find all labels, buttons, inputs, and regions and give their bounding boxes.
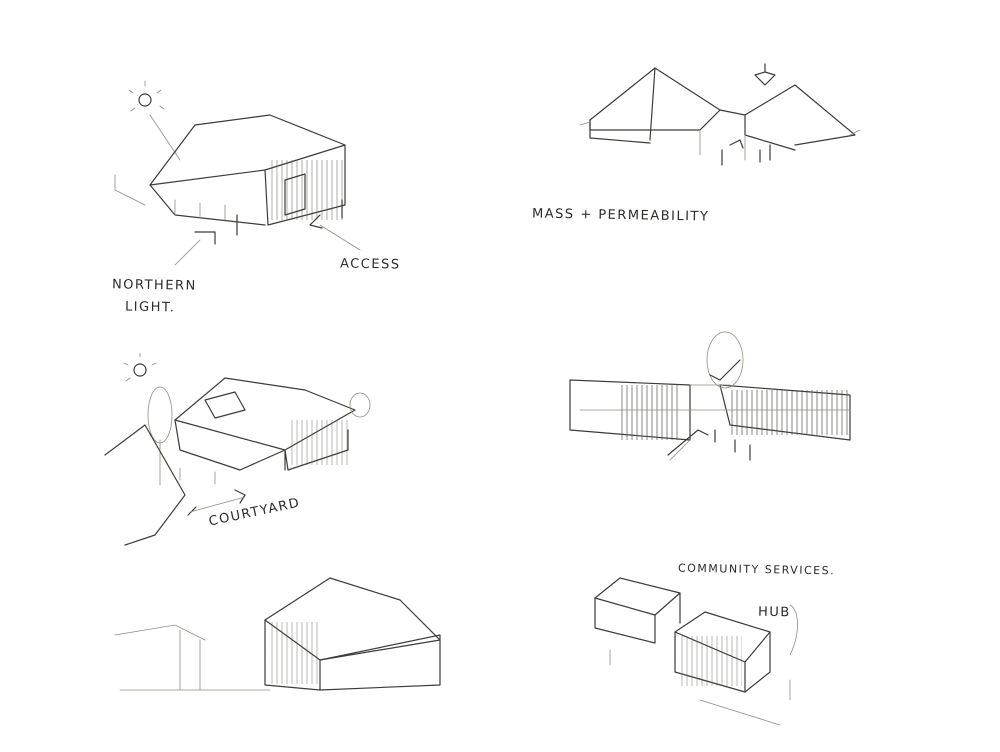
label-access: ACCESS [339, 256, 401, 273]
label-community-services: COMMUNITY SERVICES. [677, 561, 836, 578]
sketch-mass-permeability [579, 63, 861, 166]
sun-icon [138, 93, 152, 107]
label-mass-permeability: MASS + PERMEABILITY [531, 206, 710, 225]
sun-icon [133, 363, 147, 377]
sketch-section-view [569, 331, 851, 461]
sketch-community-services [594, 577, 798, 726]
sketch-barn-perspective [114, 577, 441, 691]
label-northern: NORTHERN [111, 277, 197, 294]
sketch-courtyard [104, 352, 371, 546]
sketch-northern-light [114, 80, 361, 266]
label-hub: HUB [757, 604, 791, 621]
label-light: LIGHT. [124, 299, 176, 316]
